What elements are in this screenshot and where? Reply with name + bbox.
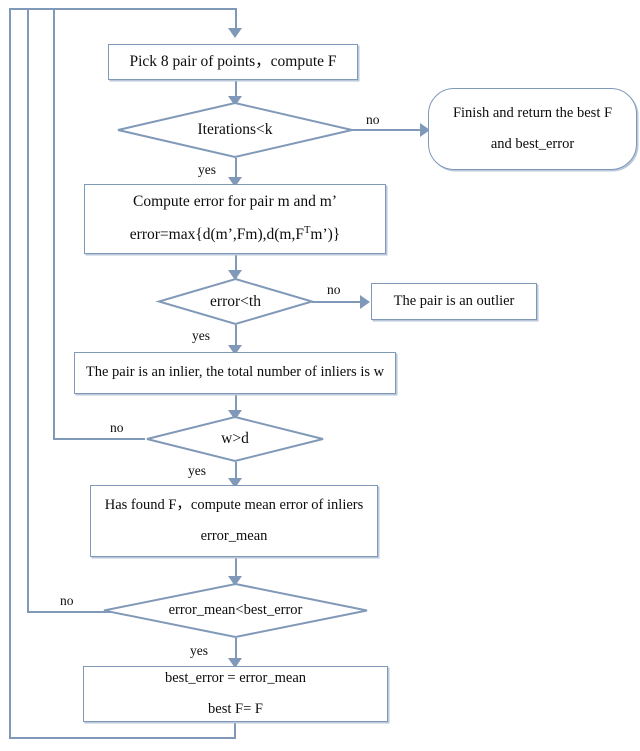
- edge-computeerror-to-errorth-arrow: [228, 270, 242, 280]
- node-error-th-decision[interactable]: error<th: [155, 277, 316, 326]
- node-error-mean-decision[interactable]: error_mean<best_error: [103, 582, 368, 639]
- feedback-entry-down: [235, 8, 237, 30]
- node-assign-best-line2: best F= F: [208, 700, 263, 717]
- edge-label-iterations-yes: yes: [198, 162, 216, 177]
- loop-wd-horizontal: [53, 438, 145, 440]
- node-inlier-text: The pair is an inlier, the total number …: [85, 364, 385, 381]
- node-iterations-decision[interactable]: Iterations<k: [117, 101, 353, 159]
- node-assign-best-line1: best_error = error_mean: [164, 669, 307, 686]
- feedback-entry-arrowhead: [228, 28, 242, 38]
- node-inlier[interactable]: The pair is an inlier, the total number …: [74, 352, 396, 394]
- edge-pick-to-iterations-arrow: [228, 96, 242, 106]
- edge-errorth-no: [312, 301, 368, 303]
- node-found-f-line1: Has found F，compute mean error of inlier…: [104, 496, 364, 513]
- node-found-f-line2: error_mean: [200, 527, 268, 544]
- formula-superscript: T: [303, 224, 311, 236]
- edge-label-wd-yes: yes: [188, 463, 206, 478]
- node-outlier[interactable]: The pair is an outlier: [371, 283, 537, 320]
- formula-suffix: m’)}: [310, 226, 341, 244]
- loop-outer-bottom: [9, 737, 236, 739]
- edge-errormean-yes-arrow: [228, 658, 242, 668]
- node-pick-points[interactable]: Pick 8 pair of points，compute F: [108, 44, 358, 80]
- edge-iterations-no: [344, 129, 430, 131]
- edge-label-iterations-no: no: [366, 112, 380, 127]
- node-iterations-label: Iterations<k: [197, 121, 273, 138]
- edge-inlier-to-wd: [235, 394, 237, 416]
- edge-iterations-no-arrow: [420, 123, 430, 137]
- node-finish-line1: Finish and return the best F: [452, 104, 613, 121]
- loop-outer-vertical: [9, 8, 11, 739]
- edge-errorth-yes: [235, 325, 237, 352]
- edge-errormean-yes: [235, 638, 237, 666]
- edge-computeerror-to-errorth: [235, 254, 237, 278]
- edge-iterations-yes-arrow: [228, 177, 242, 187]
- node-outlier-text: The pair is an outlier: [393, 292, 515, 309]
- node-wd-decision[interactable]: w>d: [146, 415, 324, 463]
- edge-inlier-to-wd-arrow: [228, 410, 242, 420]
- edge-label-errormean-no: no: [60, 593, 74, 608]
- edge-label-errorth-no: no: [327, 282, 341, 297]
- edge-wd-yes: [235, 462, 237, 485]
- node-wd-label: w>d: [221, 430, 249, 447]
- node-compute-error[interactable]: Compute error for pair m and m’ error=ma…: [84, 184, 386, 254]
- feedback-top-bus: [9, 8, 237, 10]
- edge-foundf-to-errormean: [235, 557, 237, 583]
- node-assign-best[interactable]: best_error = error_mean best F= F: [83, 666, 388, 722]
- node-found-f[interactable]: Has found F，compute mean error of inlier…: [90, 485, 378, 557]
- node-finish-line2: and best_error: [490, 135, 575, 152]
- loop-wd-vertical: [53, 8, 55, 440]
- node-error-th-label: error<th: [210, 292, 261, 310]
- formula-prefix: error=max{d(m’,Fm),d(m,F: [129, 226, 304, 244]
- edge-label-errorth-yes: yes: [192, 328, 210, 343]
- edge-pick-to-iterations: [235, 80, 237, 102]
- node-pick-points-text: Pick 8 pair of points，compute F: [129, 52, 337, 70]
- node-error-mean-label: error_mean<best_error: [168, 602, 303, 618]
- edge-foundf-to-errormean-arrow: [228, 576, 242, 586]
- node-finish-terminator[interactable]: Finish and return the best F and best_er…: [428, 88, 637, 170]
- edge-errorth-yes-arrow: [228, 345, 242, 355]
- edge-label-errormean-yes: yes: [190, 643, 208, 658]
- edge-errorth-no-arrow: [360, 295, 370, 309]
- node-compute-error-line2: error=max{d(m’,Fm),d(m,FTm’)}: [130, 224, 340, 246]
- loop-errormean-horizontal: [27, 611, 130, 613]
- node-compute-error-line1: Compute error for pair m and m’: [132, 193, 338, 210]
- edge-wd-yes-arrow: [228, 478, 242, 488]
- loop-errormean-vertical: [27, 8, 29, 613]
- edge-label-wd-no: no: [110, 420, 124, 435]
- loop-outer-riser: [234, 722, 236, 739]
- edge-iterations-yes: [235, 158, 237, 184]
